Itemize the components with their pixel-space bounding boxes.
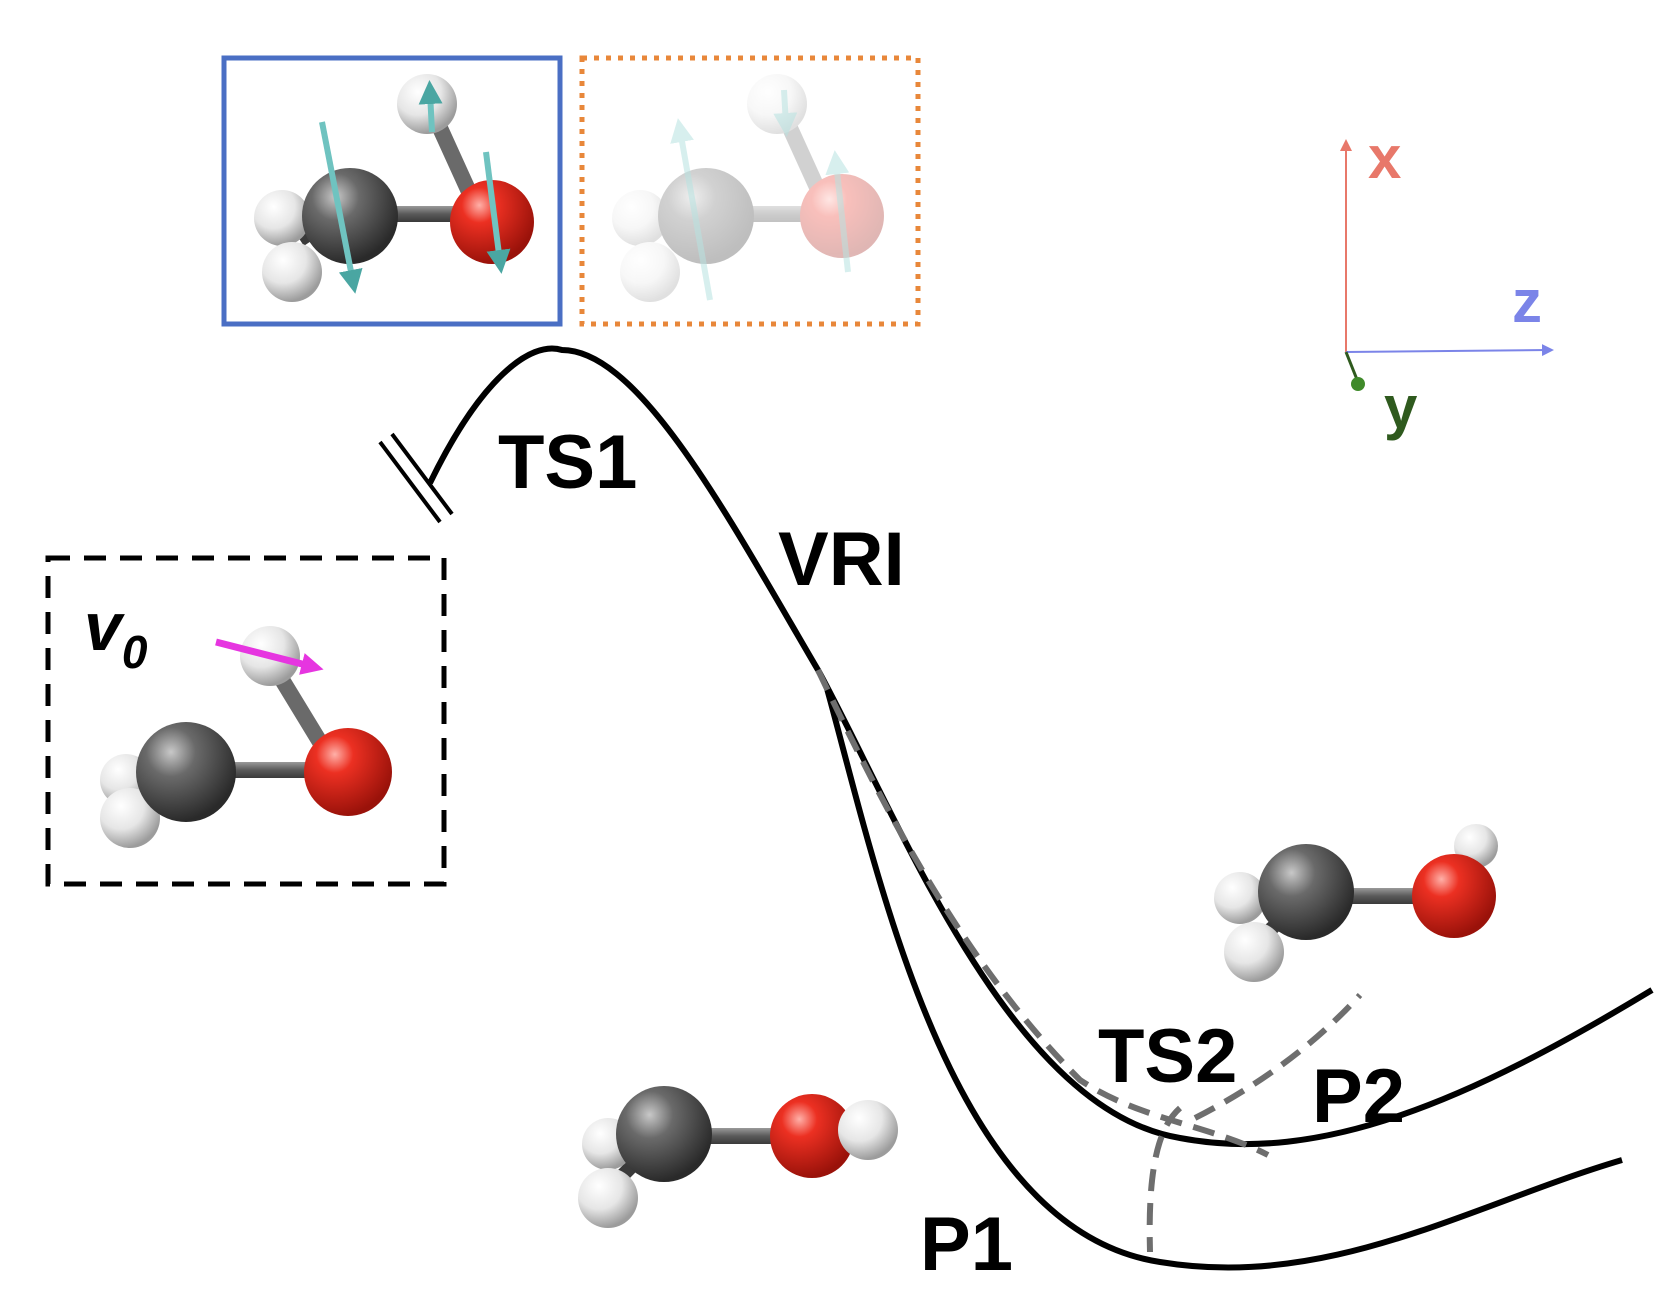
molecule-mode-b xyxy=(612,74,884,302)
axis-break-mark xyxy=(390,432,454,516)
y-axis-label: y xyxy=(1384,374,1418,441)
y-axis-stub xyxy=(1344,351,1360,383)
carbon-atom xyxy=(136,722,236,822)
x-axis-label: x xyxy=(1368,124,1401,191)
lower-energy-curve xyxy=(823,684,1623,1271)
mode-arrow xyxy=(670,118,713,301)
v0-label: v0 xyxy=(84,589,148,678)
v0-subscript: 0 xyxy=(122,626,148,678)
dashed-p1-branch xyxy=(1146,1105,1183,1253)
hydrogen-atom xyxy=(254,190,310,246)
oxygen-atom xyxy=(304,728,392,816)
initial-molecule xyxy=(100,626,392,848)
vri-label: VRI xyxy=(778,517,905,602)
mode-arrow xyxy=(418,80,443,133)
hydrogen-atom xyxy=(620,242,680,302)
oxygen-atom xyxy=(1412,854,1496,938)
product-p2-molecule xyxy=(1214,824,1498,982)
ts2-label: TS2 xyxy=(1098,1014,1237,1099)
p2-label: P2 xyxy=(1312,1054,1405,1139)
v0-main: v xyxy=(84,589,125,665)
z-axis-arrow xyxy=(1345,344,1554,357)
mode-arrow xyxy=(483,151,511,274)
y-axis-dot xyxy=(1351,377,1365,391)
z-axis-label: z xyxy=(1512,268,1542,335)
initial-state-box xyxy=(45,555,447,887)
carbon-atom xyxy=(302,168,398,264)
ts1-label: TS1 xyxy=(498,420,637,505)
normal-mode-box xyxy=(221,55,563,327)
hydrogen-atom xyxy=(262,242,322,302)
mode-arrow xyxy=(319,121,363,294)
coordinate-axes: x z y xyxy=(1340,124,1554,441)
hydrogen-atom xyxy=(397,74,457,134)
molecule-mode-a xyxy=(254,74,534,302)
mode-arrow xyxy=(825,150,851,273)
faded-mode-arrows xyxy=(670,89,851,301)
product-p1-molecule xyxy=(578,1086,898,1228)
carbon-atom xyxy=(1258,844,1354,940)
hydrogen-atom xyxy=(100,788,160,848)
faded-mode-box xyxy=(579,55,921,327)
carbon-atom xyxy=(616,1086,712,1182)
dashed-p2-branch xyxy=(1193,992,1363,1121)
hydrogen-atom xyxy=(612,190,668,246)
oxygen-atom xyxy=(770,1094,854,1178)
dashed-ts2-curve xyxy=(815,668,1270,1158)
hydrogen-atom xyxy=(747,74,807,134)
hydrogen-atom xyxy=(838,1100,898,1160)
hydrogen-atom xyxy=(578,1168,638,1228)
velocity-arrow xyxy=(215,638,324,675)
hydrogen-atom xyxy=(1224,922,1284,982)
axis-break-mark xyxy=(378,440,442,524)
p1-label: P1 xyxy=(920,1202,1013,1287)
hydrogen-atom xyxy=(1214,872,1266,924)
carbon-atom xyxy=(658,168,754,264)
mode-arrow xyxy=(773,89,798,137)
